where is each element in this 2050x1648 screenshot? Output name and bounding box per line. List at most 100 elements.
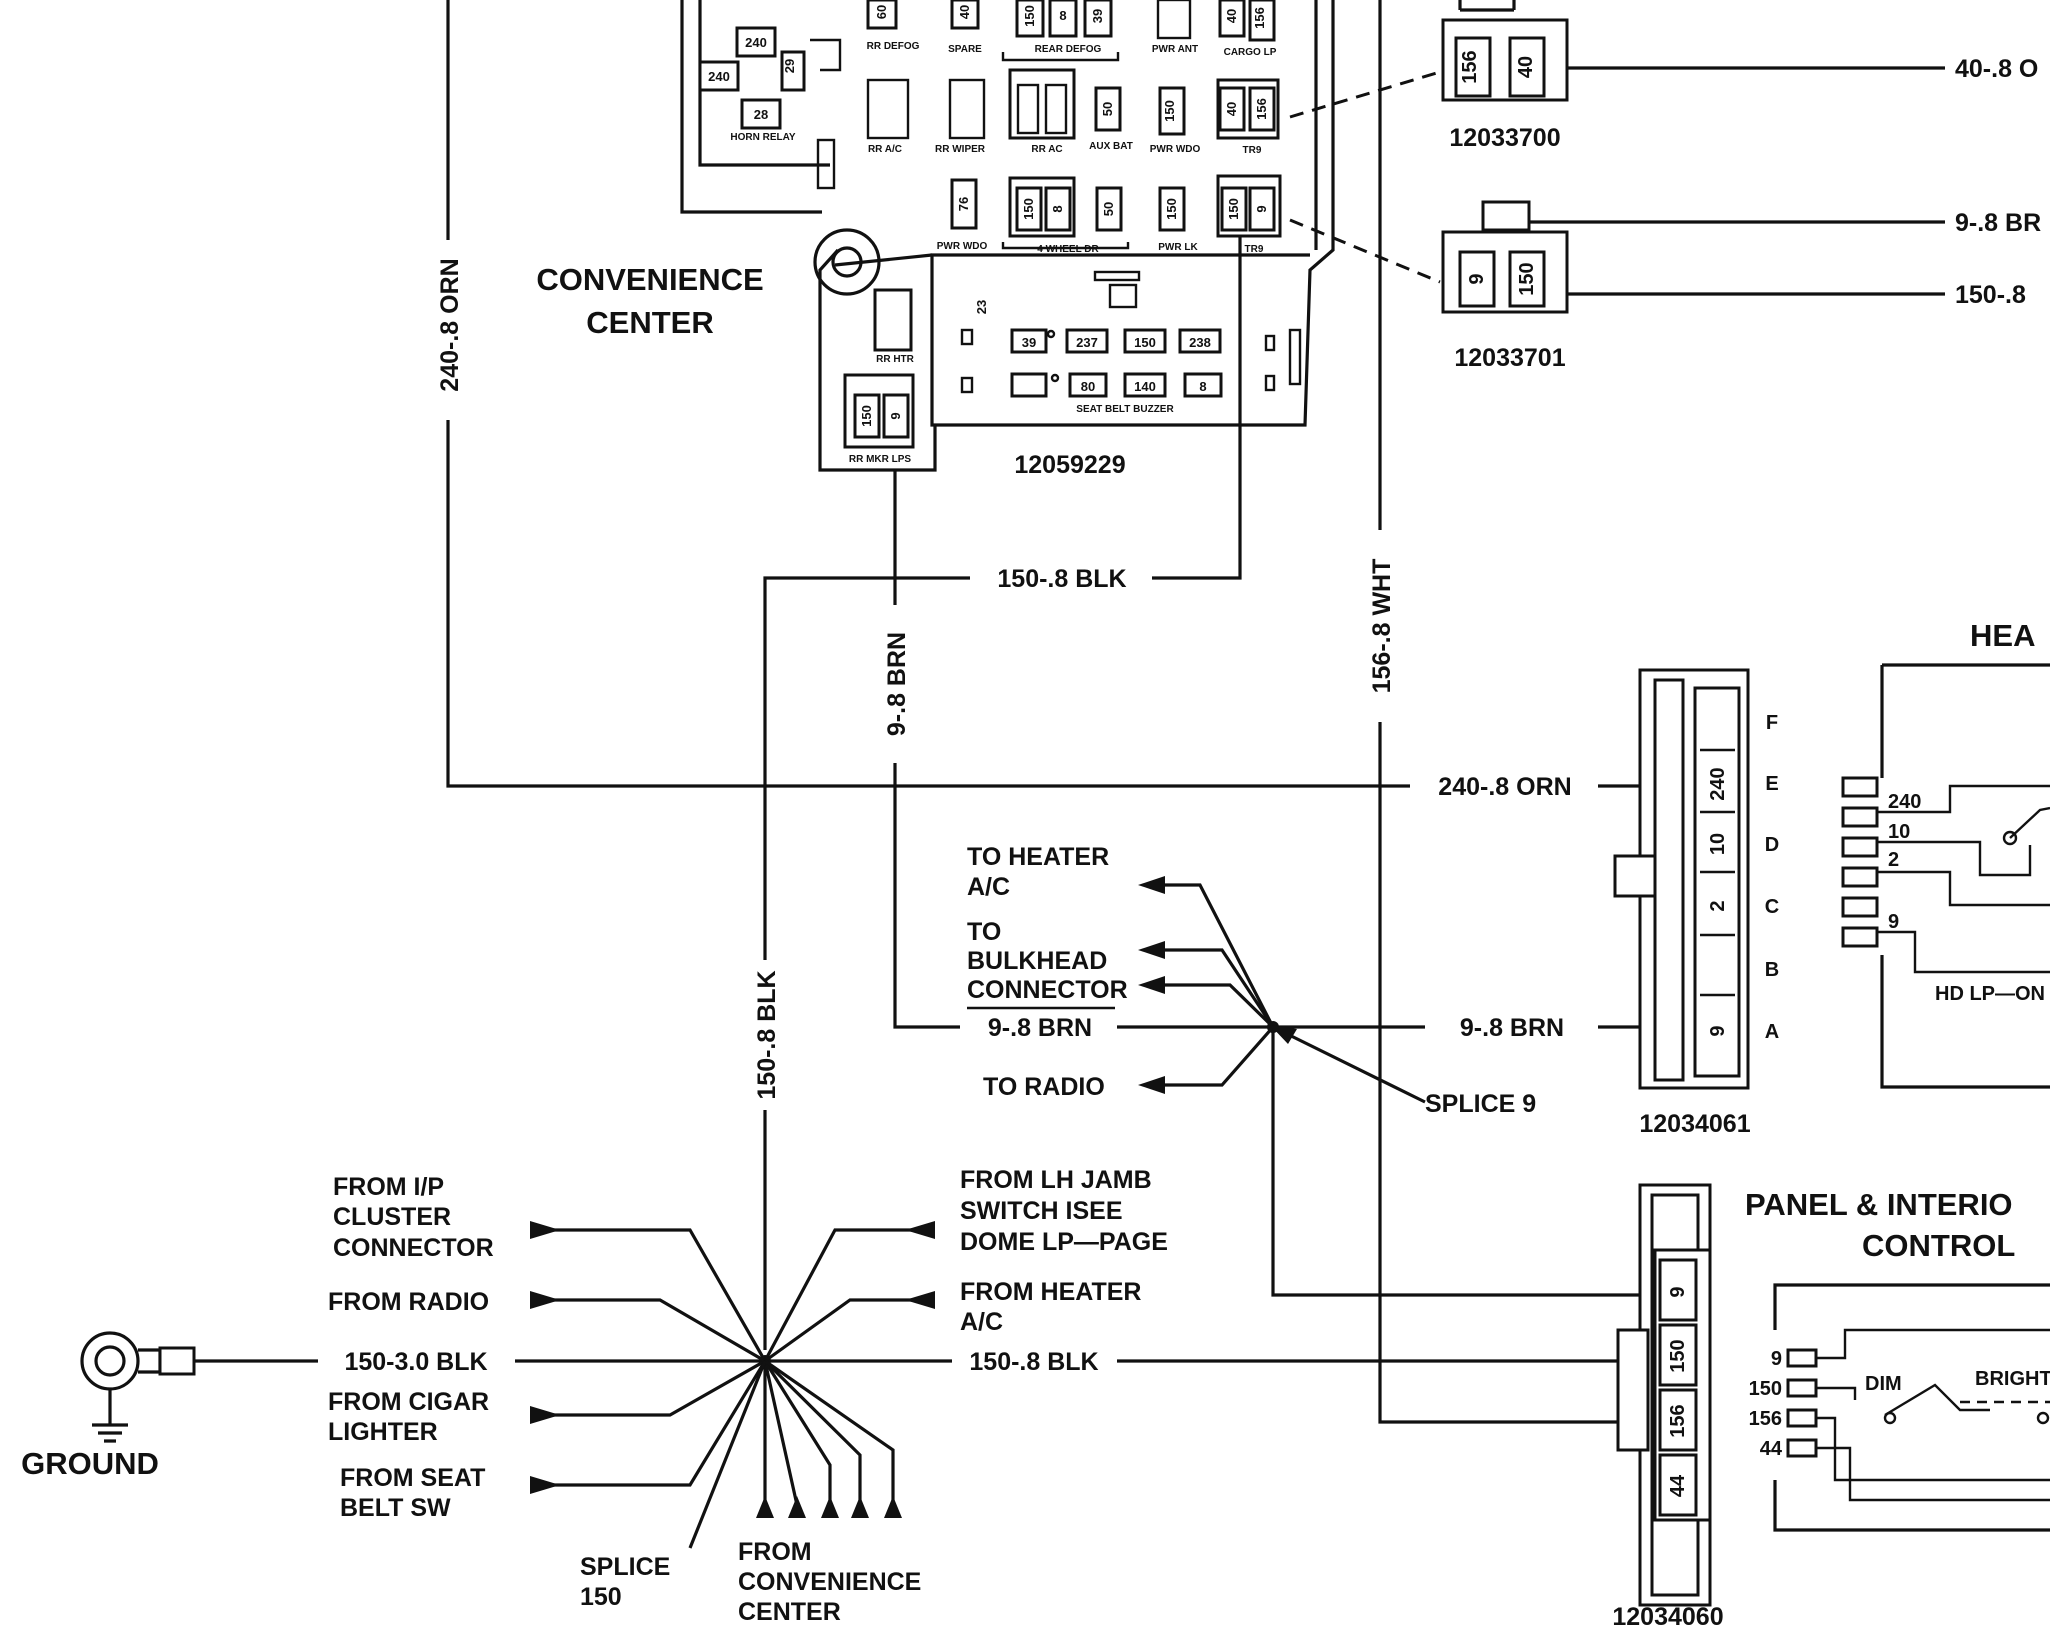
fuse-value: 40 [957,5,972,19]
slot-label-rr-ac: RR A/C [868,144,902,155]
bright-label: BRIGHT [1975,1368,2050,1390]
panel-pin-9: 9 [1771,1348,1782,1370]
connector-part-number: 12034060 [1612,1603,1723,1631]
to-radio-label: TO RADIO [983,1073,1105,1101]
to-heater-label-2: A/C [967,873,1010,901]
slot-label-rr-htr: RR HTR [876,354,915,365]
fuse-value: 8 [1199,379,1206,394]
fuse-row-middle: RR A/C RR WIPER RR AC 50 AUX BAT 150 PWR… [866,68,1280,156]
fuse-value: 40 [1224,9,1239,23]
to-bulkhead-label: TO [967,918,1001,946]
connector-part-number: 12034061 [1639,1110,1750,1138]
panel-pin-150: 150 [1749,1378,1782,1400]
slot-label-rear-defog: REAR DEFOG [1035,44,1102,55]
heater-pin-2: 2 [1888,849,1899,871]
ground-label: GROUND [21,1446,159,1481]
slot-label-spare: SPARE [948,44,982,55]
fuse-value: 156 [1252,7,1267,29]
from-ip-cluster-label-2: CLUSTER [333,1203,451,1231]
connector-12034061: 240 10 2 9 F E D C B A 12034061 [1613,668,1779,1138]
wires [160,0,1705,1424]
fuse-value: 60 [874,5,889,19]
fuse-row-top: 240 240 29 28 HORN RELAY 60 RR DEFOG 40 … [698,0,1277,190]
wire-label-240-orn-vertical: 240-.8 ORN [436,258,464,391]
from-ip-cluster-label-3: CONNECTOR [333,1234,494,1262]
splice-9-label: SPLICE 9 [1425,1090,1536,1118]
heater-pin-240: 240 [1888,791,1921,813]
convenience-center-title: CONVENIENCE [536,262,763,297]
to-bulkhead-label-2: BULKHEAD [967,947,1107,975]
from-lh-jamb-label-3: DOME LP—PAGE [960,1228,1168,1256]
convenience-center-part-number: 12059229 [1014,451,1125,479]
fuse-value: 238 [1189,335,1211,350]
slot-label-pwr-ant: PWR ANT [1152,44,1198,55]
pin-letter-e: E [1765,773,1778,795]
fuse-value: 8 [1059,8,1066,23]
fuse-value: 150 [1164,198,1179,220]
fuse-value: 240 [745,35,767,50]
pin-2: 2 [1707,900,1729,911]
ring-terminal-icon [80,1331,140,1391]
convenience-center-lower-panel: RR HTR 23 39 237 150 238 80 140 8 SEAT B… [843,270,1302,465]
slot-label-seat-belt-buzzer: SEAT BELT BUZZER [1076,404,1174,415]
pin-letter-b: B [1765,959,1779,981]
splice-150: FROM I/P CLUSTER CONNECTOR FROM RADIO FR… [328,1166,1168,1626]
fuse-value: 76 [956,197,971,211]
wire-label-9-brn-right: 9-.8 BRN [1460,1014,1564,1042]
pin-10: 10 [1707,833,1729,855]
convenience-center: 240 240 29 28 HORN RELAY 60 RR DEFOG 40 … [536,0,1441,479]
slot-label-rr-defog: RR DEFOG [867,41,920,52]
fuse-value: 23 [974,300,989,314]
pin-letter-c: C [1765,896,1779,918]
slot-label-pwr-wdo-2: PWR WDO [937,241,988,252]
wire-label-240-orn: 240-.8 ORN [1438,773,1571,801]
slot-label-four-wheel-dr: 4 WHEEL DR [1037,244,1099,255]
connector-12034060: 9 150 156 44 12034060 [1612,1183,1724,1631]
pin-9: 9 [1466,273,1488,284]
fuse-value: 50 [1101,202,1116,216]
slot-label-tr9-top: TR9 [1243,145,1262,156]
pin-letter-a: A [1765,1021,1779,1043]
slot-label-pwr-wdo: PWR WDO [1150,144,1201,155]
fuse-value: 39 [1090,9,1105,23]
connector-12033701: 9 150 12033701 9-.8 BR 150-.8 [1441,200,2041,372]
wire-label-9-brn: 9-.8 BR [1955,209,2041,237]
heater-pin-9: 9 [1888,911,1899,933]
convenience-center-title-2: CENTER [586,305,713,340]
wire-label-150: 150-.8 [1955,281,2026,309]
fuse-value: 8 [1050,205,1065,212]
from-heater-label: FROM HEATER [960,1278,1141,1306]
wire-label-9-brn-left: 9-.8 BRN [988,1014,1092,1042]
wire-label-40-orn: 40-.8 O [1955,55,2038,83]
slot-label-rr-ac-2: RR AC [1031,144,1062,155]
fuse-value: 40 [1224,102,1239,116]
fuse-value: 150 [1162,100,1177,122]
from-convenience-center-label: FROM [738,1538,812,1566]
from-convenience-center-label-2: CONVENIENCE [738,1568,921,1596]
from-seat-belt-label: FROM SEAT [340,1464,485,1492]
dim-label: DIM [1865,1373,1902,1395]
fuse-value: 240 [708,69,730,84]
connector-part-number: 12033701 [1454,344,1565,372]
wire-label-150-blk-bottom: 150-.8 BLK [969,1348,1098,1376]
to-bulkhead-label-3: CONNECTOR [967,976,1128,1004]
pin-letter-f: F [1766,712,1778,734]
slot-label-aux-bat: AUX BAT [1089,141,1133,152]
fuse-value: 39 [1022,335,1036,350]
pin-156: 156 [1459,50,1481,83]
heater-pin-10: 10 [1888,821,1910,843]
wire-label-150-3-blk: 150-3.0 BLK [344,1348,487,1376]
panel-control-title: PANEL & INTERIO [1745,1187,2013,1222]
pin-40: 40 [1515,56,1537,78]
slot-label-rr-wiper: RR WIPER [935,144,986,155]
fuse-value: 150 [1134,335,1156,350]
fuse-value: 150 [1021,198,1036,220]
panel-pin-44: 44 [1760,1438,1783,1460]
fuse-value: 50 [1100,102,1115,116]
panel-pin-156: 156 [1749,1408,1782,1430]
from-cigar-lighter-label-2: LIGHTER [328,1418,438,1446]
slot-label-tr9-bottom: TR9 [1245,244,1264,255]
slot-label-rr-mkr-lps: RR MKR LPS [849,454,912,465]
ground: GROUND [21,1331,196,1481]
